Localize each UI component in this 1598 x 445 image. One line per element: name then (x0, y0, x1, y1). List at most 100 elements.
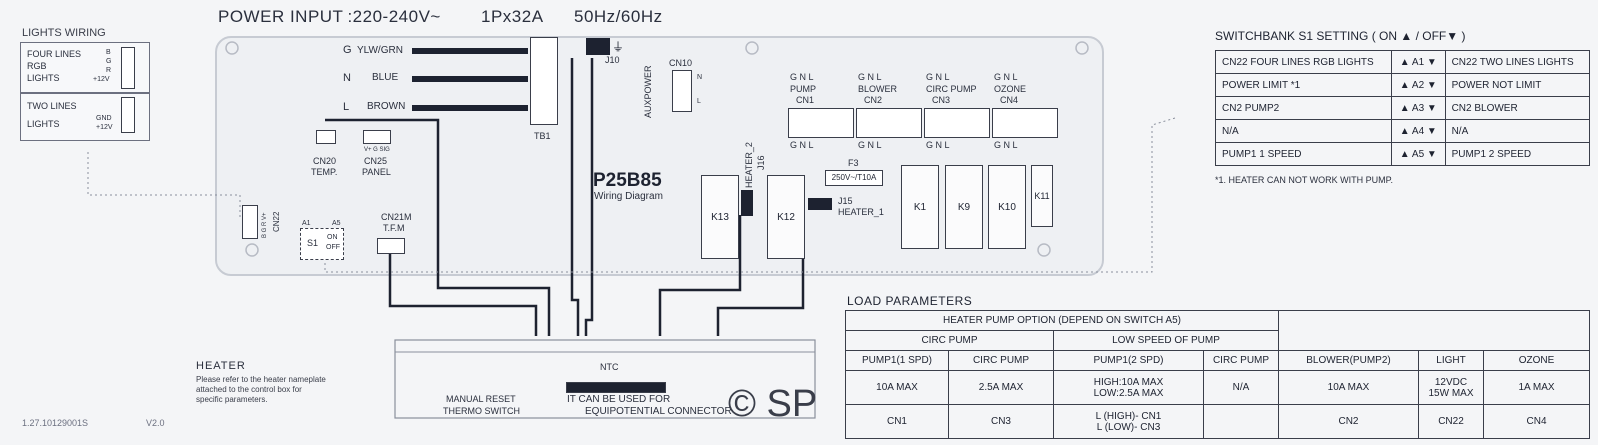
cn10-l-label: L (697, 98, 701, 105)
output-name-3: OZONE (994, 84, 1027, 94)
switchbank-row: CN22 FOUR LINES RGB LIGHTS▲ A1 ▼CN22 TWO… (1214, 50, 1591, 74)
heater-pump-option-header: HEATER PUMP OPTION (DEPEND ON SWITCH A5) (845, 310, 1279, 331)
version-label: V2.0 (146, 418, 165, 428)
load-column-header: OZONE (1482, 350, 1591, 371)
cn20-connector (316, 130, 336, 144)
switch-id-cell: ▲ A3 ▼ (1391, 96, 1446, 120)
output-gnl-bottom: G N L (926, 140, 950, 150)
board-model: P25B85 (593, 170, 662, 191)
board-subtitle: Wiring Diagram (594, 191, 663, 202)
relay-k1: K1 (901, 165, 939, 249)
cn25-sub-label: PANEL (362, 167, 391, 177)
rgb-label: RGB (27, 61, 47, 71)
load-rating-cell: 1A MAX (1482, 370, 1591, 405)
equipotential-bar (566, 382, 666, 393)
output-gnl-top: G N L (858, 72, 882, 82)
phase-label: 1Px32A (481, 7, 544, 26)
cn21m-label: CN21M (381, 212, 412, 222)
load-connector-cell (1203, 404, 1279, 439)
lights-label: LIGHTS (27, 119, 60, 129)
output-cn-0: CN1 (796, 95, 815, 105)
pin-label: +12V (93, 76, 110, 83)
two-lines-connector-icon (121, 97, 135, 133)
cn25-pins-label: V+ G SIG (364, 147, 390, 153)
load-rating-cell: N/A (1203, 370, 1279, 405)
switch-off-cell: PUMP1 2 SPEED (1444, 142, 1591, 166)
output-name-0: PUMP (790, 84, 817, 94)
switch-off-cell: CN2 BLOWER (1444, 96, 1591, 120)
thermo-switch-label: THERMO SWITCH (443, 406, 520, 416)
equip-line1: IT CAN BE USED FOR (567, 394, 671, 405)
load-parameters-table: HEATER PUMP OPTION (DEPEND ON SWITCH A5)… (845, 310, 1591, 439)
load-rating-cell: 2.5A MAX (948, 370, 1054, 405)
load-column-header: PUMP1(1 SPD) (845, 350, 949, 371)
output-terminal-2 (924, 108, 990, 138)
pin-label: B (106, 49, 111, 56)
load-connector-cell: CN2 (1278, 404, 1419, 439)
output-gnl-bottom: G N L (858, 140, 882, 150)
j16-label: J16 (756, 155, 766, 170)
switch-off-cell: CN22 TWO LINES LIGHTS (1444, 50, 1591, 74)
switchbank-row: PUMP1 1 SPEED▲ A5 ▼PUMP1 2 SPEED (1214, 142, 1591, 166)
cn10-label: CN10 (669, 58, 693, 68)
j10-label: J10 (605, 55, 620, 65)
lights-label: LIGHTS (27, 73, 60, 83)
relay-k9: K9 (945, 165, 983, 249)
fuse-rating: 250V~/T10A (825, 170, 883, 186)
switch-id-cell: ▲ A5 ▼ (1391, 142, 1446, 166)
j16-connector (741, 190, 753, 216)
output-cn-1: CN2 (864, 95, 883, 105)
switch-id-cell: ▲ A1 ▼ (1391, 50, 1446, 74)
cn10-connector (672, 70, 692, 112)
output-gnl-top: G N L (926, 72, 950, 82)
s1-a1-label: A1 (302, 220, 311, 227)
load-column-header: LIGHT (1418, 350, 1484, 371)
two-lines-label: TWO LINES (27, 101, 77, 111)
l-color-label: BROWN (367, 101, 406, 112)
g-letter: G (343, 44, 352, 56)
output-gnl-top: G N L (790, 72, 814, 82)
blank-header (1277, 310, 1591, 351)
output-cn-2: CN3 (932, 95, 951, 105)
output-terminal-0 (788, 108, 854, 138)
cn25-label: CN25 (364, 156, 388, 166)
j15-label: J15 (838, 196, 853, 206)
switch-on-cell: POWER LIMIT *1 (1214, 73, 1393, 97)
output-gnl-bottom: G N L (994, 140, 1018, 150)
s1-label: S1 (307, 238, 319, 248)
switchbank-row: N/A▲ A4 ▼N/A (1214, 119, 1591, 143)
manual-reset-label: MANUAL RESET (446, 394, 516, 404)
cn25-connector (363, 130, 391, 144)
load-connector-cell: CN1 (845, 404, 949, 439)
n-letter: N (343, 72, 351, 84)
load-rating-cell: 10A MAX (845, 370, 949, 405)
circ-pump-group-header: CIRC PUMP (845, 330, 1054, 351)
frequency-label: 50Hz/60Hz (574, 7, 663, 26)
load-column-header: BLOWER(PUMP2) (1278, 350, 1419, 371)
relay-k13: K13 (701, 175, 739, 259)
s1-a5-label: A5 (332, 220, 341, 227)
switch-off-cell: N/A (1444, 119, 1591, 143)
s1-on-label: ON (327, 234, 338, 241)
pin-label: G (106, 58, 112, 65)
switchbank-table: CN22 FOUR LINES RGB LIGHTS▲ A1 ▼CN22 TWO… (1214, 50, 1591, 166)
cn10-n-label: N (697, 74, 703, 81)
tb1-label: TB1 (534, 131, 551, 141)
ground-icon: ⏚ (612, 40, 625, 54)
s1-dip-switch (300, 228, 344, 260)
cn20-label: CN20 (313, 156, 337, 166)
load-connector-cell: CN22 (1418, 404, 1484, 439)
switchbank-note: *1. HEATER CAN NOT WORK WITH PUMP. (1215, 175, 1394, 185)
output-terminal-1 (856, 108, 922, 138)
cn22-pins-label: B G R V+ (262, 212, 268, 238)
j15-connector (808, 198, 832, 210)
fuse-label: F3 (848, 158, 859, 168)
cn22-connector (242, 205, 258, 239)
load-column-header: CIRC PUMP (1203, 350, 1279, 371)
switch-on-cell: CN2 PUMP2 (1214, 96, 1393, 120)
cn20-sub-label: TEMP. (311, 167, 338, 177)
